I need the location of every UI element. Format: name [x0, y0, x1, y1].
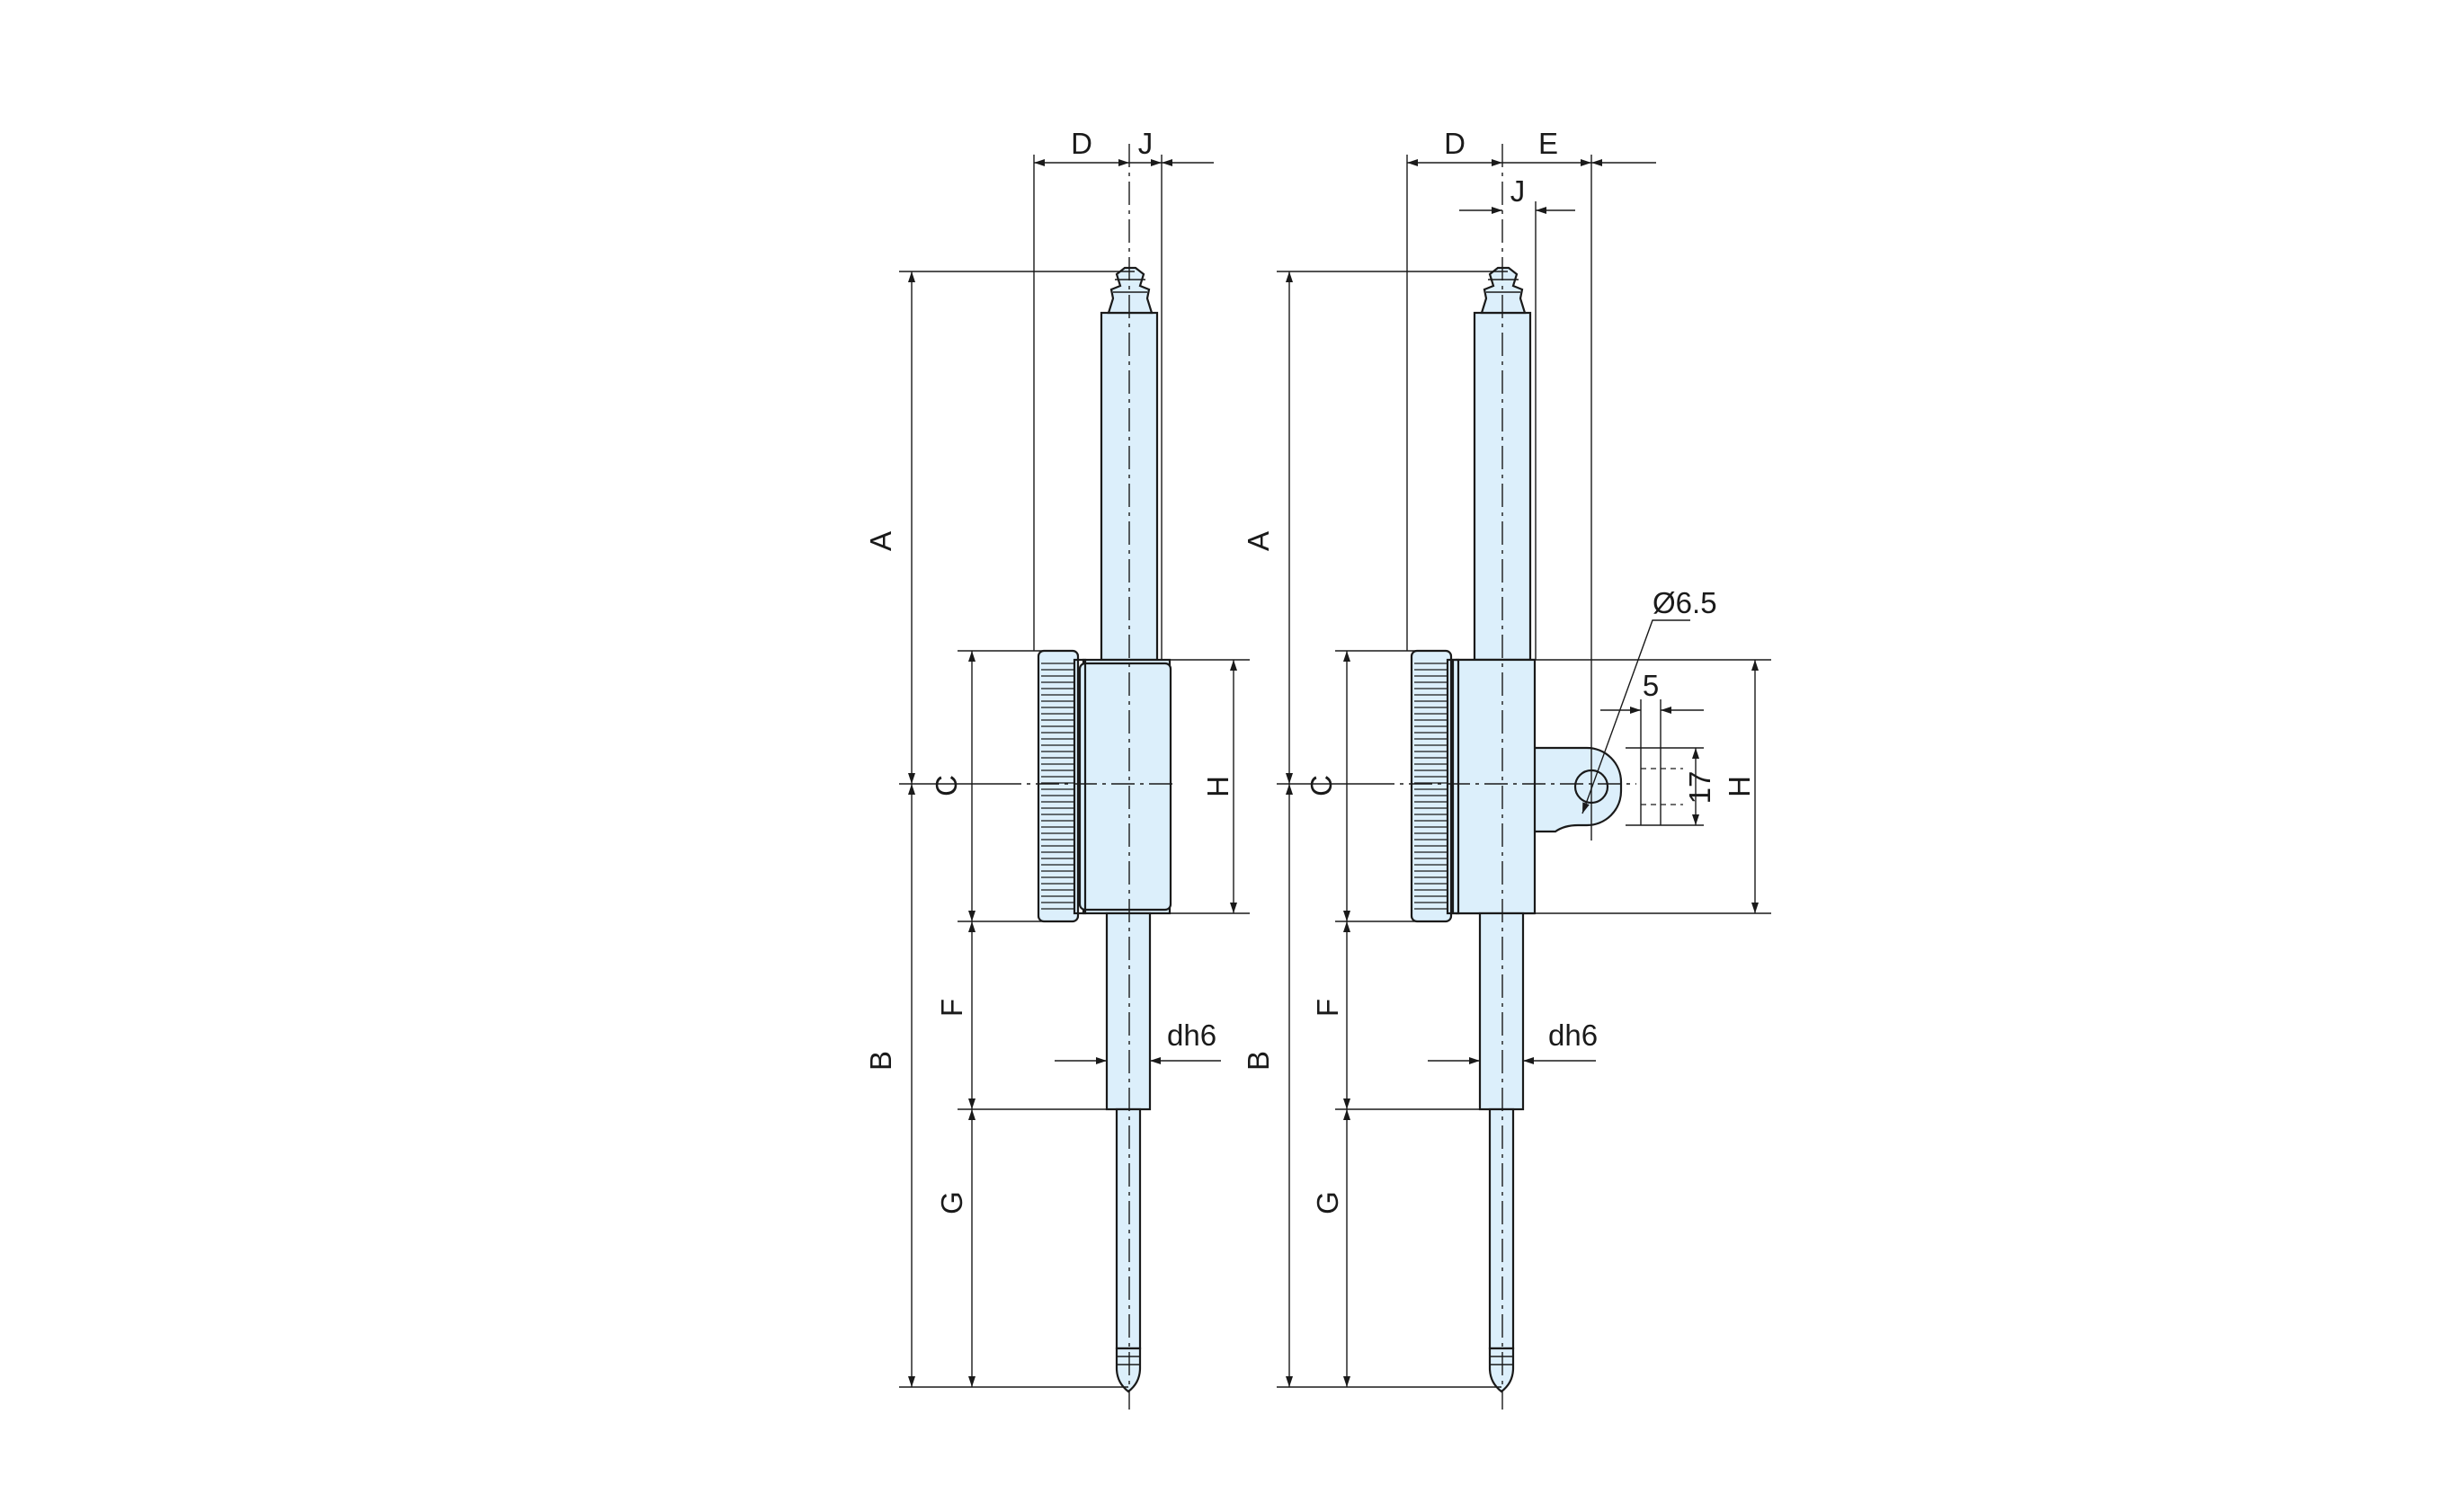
right-label-g: G	[1311, 1191, 1344, 1214]
left-label-g: G	[935, 1191, 968, 1214]
left-label-d: D	[1071, 127, 1092, 160]
right-label-dh6: dh6	[1548, 1018, 1598, 1052]
right-label-hole-diameter: Ø6.5	[1653, 586, 1717, 619]
right-spindle-sleeve	[1478, 912, 1525, 1111]
left-label-h: H	[1201, 776, 1234, 797]
left-label-dh6: dh6	[1167, 1018, 1216, 1052]
left-label-b: B	[864, 1051, 897, 1071]
left-label-c: C	[930, 775, 963, 796]
right-back-plate	[1451, 658, 1537, 915]
right-bezel	[1410, 649, 1453, 923]
right-bezel-knurling	[1414, 663, 1448, 910]
left-back-plate	[1078, 662, 1172, 912]
left-label-f: F	[935, 999, 968, 1017]
right-contact-point	[1488, 1347, 1515, 1393]
right-label-c: C	[1305, 775, 1338, 796]
left-spindle	[1115, 1107, 1142, 1350]
left-label-a: A	[864, 531, 897, 551]
right-label-5: 5	[1643, 669, 1659, 702]
right-label-b: B	[1242, 1051, 1275, 1071]
right-view: A B C F G H 17 D E J 5 Ø6.5 dh6	[1242, 127, 1771, 1410]
left-spindle-sleeve	[1105, 912, 1152, 1111]
left-label-j: J	[1138, 127, 1154, 160]
right-label-17: 17	[1683, 771, 1716, 805]
right-label-h: H	[1723, 776, 1756, 797]
right-label-d: D	[1444, 127, 1466, 160]
left-view: A B C F G H D J dh6	[864, 127, 1250, 1410]
right-spindle	[1488, 1107, 1515, 1350]
left-bezel	[1037, 649, 1080, 923]
right-label-f: F	[1311, 999, 1344, 1017]
right-label-e: E	[1538, 127, 1558, 160]
left-bezel-knurling	[1041, 663, 1075, 910]
left-cap-knob	[1107, 266, 1154, 315]
right-label-a: A	[1242, 531, 1275, 551]
left-contact-point	[1115, 1347, 1142, 1393]
right-label-j: J	[1510, 174, 1526, 208]
right-cap-knob	[1480, 266, 1527, 315]
